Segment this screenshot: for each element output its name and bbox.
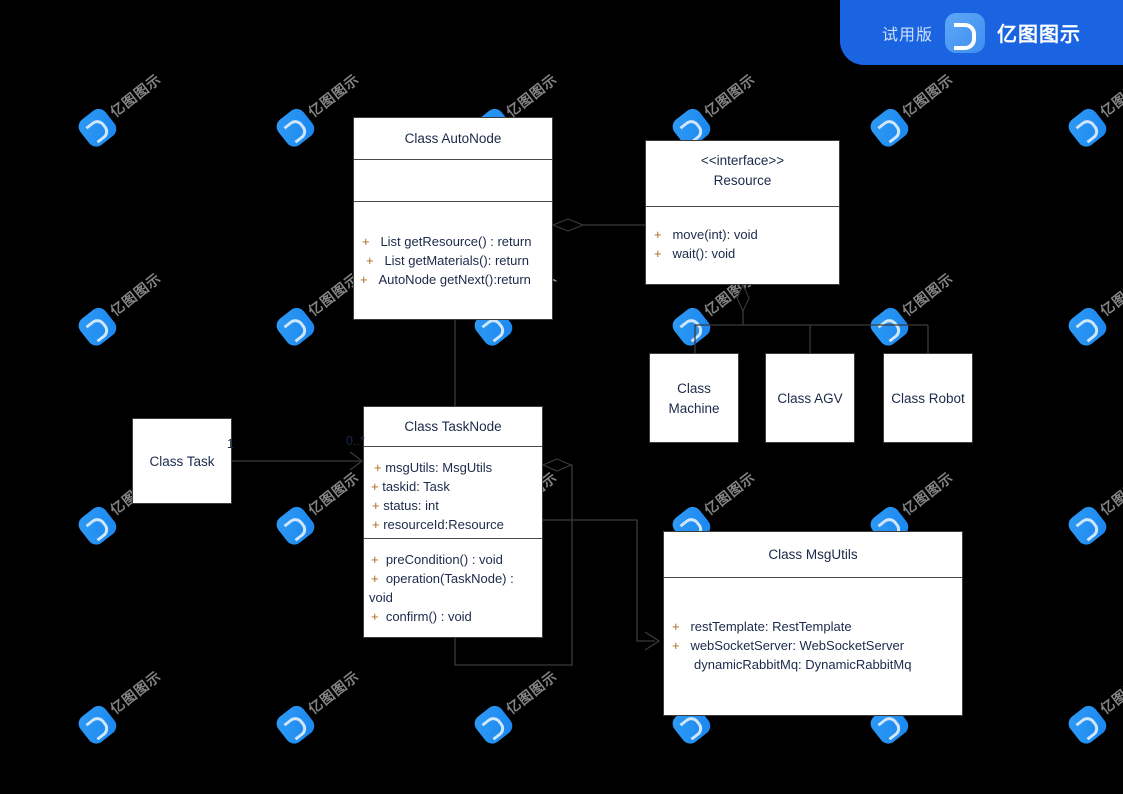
class-node-robot[interactable]: Class Robot [883,353,973,443]
member-row: + wait(): void [654,246,736,261]
class-title-autonode: Class AutoNode [404,131,502,146]
member-row: + operation(TaskNode) : [371,571,514,586]
class-title-tasknode: Class TaskNode [404,419,502,434]
header-compartment-resource: <<interface>> Resource [646,141,839,206]
class-node-task[interactable]: Class Task [132,418,232,504]
operations-compartment-resource: + move(int): void + wait(): void [646,206,839,295]
class-node-agv[interactable]: Class AGV [765,353,855,443]
trial-banner[interactable]: 试用版 亿图图示 [840,0,1123,65]
edge-tasknode-self [454,458,573,666]
multiplicity-label-task: 1 [227,437,234,451]
member-row: + msgUtils: MsgUtils [374,460,493,475]
member-row: + confirm() : void [371,609,472,624]
member-row: + AutoNode getNext():return [360,272,531,287]
edge-tasknode-msgutils [543,519,661,651]
trial-label: 试用版 [881,26,933,44]
member-row: dynamicRabbitMq: DynamicRabbitMq [694,657,912,672]
member-row: + preCondition() : void [371,552,503,567]
edge-task-tasknode [232,451,364,471]
brand-name: 亿图图示 [997,24,1081,46]
edge-autonode-resource [551,218,645,232]
operations-compartment-autonode: + List getResource() : return + List get… [354,201,552,320]
member-row: + status: int [372,498,439,513]
attributes-compartment-msgutils: + restTemplate: RestTemplate + webSocket… [664,577,962,716]
member-row: + move(int): void [654,227,758,242]
member-row: + taskid: Task [371,479,450,494]
class-stereotype-resource: <<interface>> [700,153,785,168]
class-node-resource[interactable]: <<interface>> Resource + move(int): void… [645,140,840,285]
member-row: void [369,590,393,605]
member-row: + List getMaterials(): return [366,253,529,268]
class-node-machine[interactable]: Class Machine [649,353,739,443]
class-title-resource: Resource [713,172,772,188]
class-title-task: Class Task [149,454,215,470]
member-row: + resourceId:Resource [372,517,504,532]
attributes-compartment-autonode [354,159,552,201]
attributes-compartment-tasknode: + msgUtils: MsgUtils + taskid: Task + st… [364,446,542,538]
operations-compartment-tasknode: + preCondition() : void + operation(Task… [364,538,542,637]
edraw-logo-icon [945,12,985,53]
class-title-machine: Class Machine [668,381,720,416]
class-node-tasknode[interactable]: Class TaskNode + msgUtils: MsgUtils + ta… [363,406,543,638]
member-row: + List getResource() : return [362,234,532,249]
multiplicity-label-tasknode: 0..* [346,434,365,448]
member-row: + webSocketServer: WebSocketServer [672,638,905,653]
class-title-agv: Class AGV [777,391,843,407]
class-title-robot: Class Robot [891,391,965,407]
member-row: + restTemplate: RestTemplate [672,619,852,634]
class-title-msgutils: Class MsgUtils [768,547,858,562]
class-node-msgutils[interactable]: Class MsgUtils + restTemplate: RestTempl… [663,531,963,716]
class-node-autonode[interactable]: Class AutoNode + List getResource() : re… [353,117,553,320]
